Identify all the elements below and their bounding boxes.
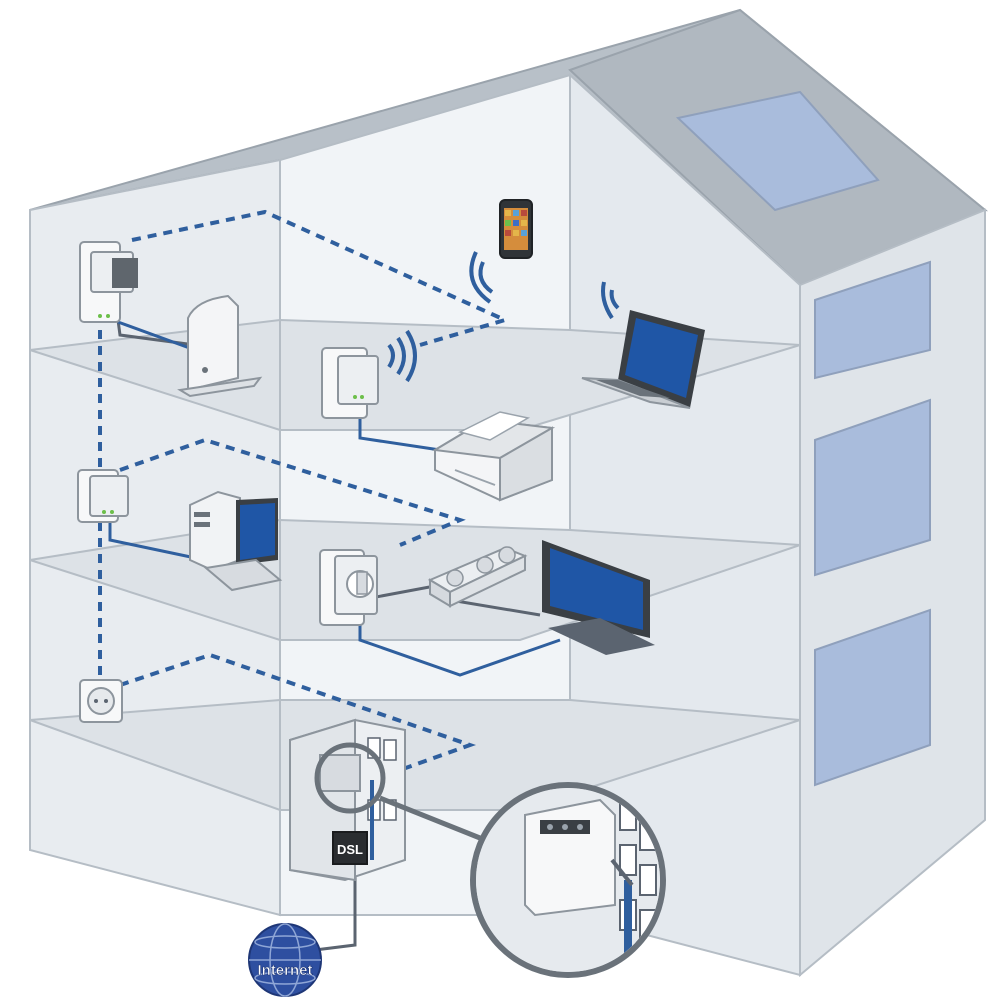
- wifi-waves: [387, 251, 620, 383]
- window-right-top: [814, 260, 931, 380]
- outer-wall-right: [799, 208, 986, 978]
- desktop-pc-icon: [189, 490, 283, 592]
- laptop-icon: [581, 310, 705, 409]
- skylight: [675, 90, 880, 212]
- powerline-network: [98, 209, 511, 772]
- power-strip-icon: [427, 546, 528, 608]
- wall-socket-icon: [79, 679, 123, 723]
- wifi-adapter-icon: [321, 347, 379, 419]
- fuse-box-zoom-detail: [470, 782, 666, 978]
- zoom-connector: [379, 795, 486, 843]
- dsl-box: [332, 831, 368, 865]
- tv-icon: [542, 540, 655, 655]
- window-right-bottom: [814, 608, 931, 787]
- internet-label: Internet: [257, 962, 312, 979]
- smartphone-icon: [499, 199, 533, 259]
- printer-icon: [431, 411, 556, 502]
- router-icon: [177, 294, 263, 398]
- fuse-box-icon: DSL: [289, 718, 406, 882]
- powerline-adapter-icon: [79, 241, 138, 323]
- globe-icon: Internet: [248, 923, 322, 997]
- window-right-middle: [814, 398, 931, 577]
- powerline-adapter-icon: [77, 469, 129, 523]
- dsl-label: DSL: [337, 842, 363, 857]
- powerline-adapter-icon: [319, 549, 378, 626]
